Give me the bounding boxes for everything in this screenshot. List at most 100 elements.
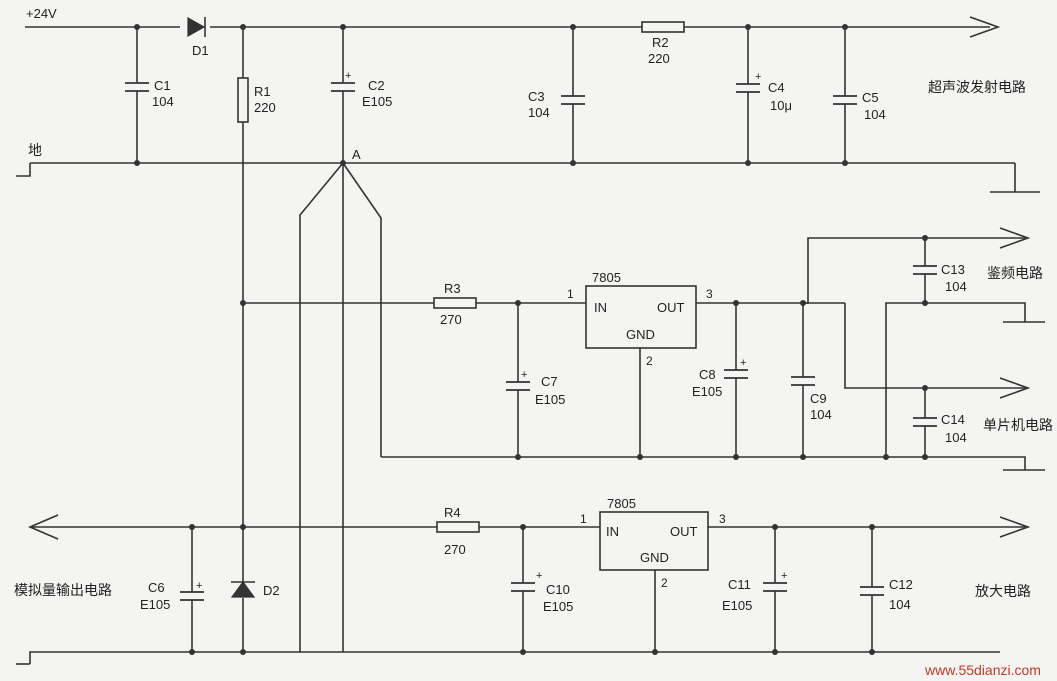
junction-dot <box>842 24 848 30</box>
c1-value: 104 <box>152 94 174 109</box>
diode-d2 <box>230 580 256 598</box>
reg2-out: OUT <box>670 524 698 539</box>
capacitor-c4 <box>736 83 760 93</box>
reg2-part: 7805 <box>607 496 636 511</box>
junction-dot <box>189 524 195 530</box>
junction-dot <box>842 160 848 166</box>
ground-rail-mid <box>381 456 1045 471</box>
junction-dot <box>745 160 751 166</box>
c8-value: E105 <box>692 384 722 399</box>
junction-dots <box>134 24 928 655</box>
capacitor-c7 <box>506 381 530 391</box>
junction-dot <box>883 454 889 460</box>
c11-value: E105 <box>722 598 752 613</box>
c8-name: C8 <box>699 367 716 382</box>
c7-name: C7 <box>541 374 558 389</box>
d1-label: D1 <box>192 43 209 58</box>
capacitor-c6 <box>180 591 204 601</box>
c4-value: 10μ <box>770 98 792 113</box>
ground-label: 地 <box>28 143 42 159</box>
arrow-amplifier <box>999 516 1031 538</box>
output-ultrasonic-label: 超声波发射电路 <box>928 80 1026 96</box>
plus-mark: + <box>781 570 787 582</box>
reg1-out: OUT <box>657 300 685 315</box>
arrow-ultrasonic-supply <box>969 16 1001 38</box>
r2-name: R2 <box>652 35 669 50</box>
junction-dot <box>733 454 739 460</box>
c12-value: 104 <box>889 597 911 612</box>
capacitor-c10 <box>511 582 535 592</box>
junction-dot <box>240 300 246 306</box>
c9-name: C9 <box>810 391 827 406</box>
junction-dot <box>869 649 875 655</box>
resistor-r1 <box>237 77 249 123</box>
reg1-gnd: GND <box>626 327 655 342</box>
junction-dot <box>520 524 526 530</box>
r4-value: 270 <box>444 542 466 557</box>
junction-dot <box>240 649 246 655</box>
c11-name: C11 <box>728 577 751 592</box>
wire-a-right <box>342 162 382 457</box>
output-mcu-label: 单片机电路 <box>983 418 1053 434</box>
wire-a-left <box>299 162 344 652</box>
capacitor-c13 <box>913 265 937 275</box>
junction-dot <box>570 24 576 30</box>
r3-value: 270 <box>440 312 462 327</box>
plus-mark: + <box>740 357 746 369</box>
capacitor-c2 <box>331 82 355 92</box>
junction-dot <box>733 300 739 306</box>
capacitor-c3 <box>561 95 585 105</box>
capacitor-c5 <box>833 95 857 105</box>
c13-value: 104 <box>945 279 967 294</box>
junction-dot <box>922 235 928 241</box>
junction-dot <box>772 524 778 530</box>
c4-name: C4 <box>768 80 785 95</box>
capacitor-c8 <box>724 369 748 379</box>
junction-dot <box>652 649 658 655</box>
capacitor-c9 <box>791 376 815 386</box>
ground-stub-left <box>16 163 31 177</box>
ground-symbol-ultrasonic <box>990 163 1040 193</box>
junction-dot <box>134 160 140 166</box>
c14-name: C14 <box>941 412 965 427</box>
junction-dot <box>515 300 521 306</box>
junction-dot <box>772 649 778 655</box>
regulator-7805-top <box>585 285 697 349</box>
r2-value: 220 <box>648 51 670 66</box>
c3-name: C3 <box>528 89 545 104</box>
watermark: www.55dianzi.com <box>924 662 1041 678</box>
resistor-r4 <box>436 521 480 533</box>
diode-d2-symbol <box>230 580 256 598</box>
r1-name: R1 <box>254 84 271 99</box>
plus-mark: + <box>755 71 761 83</box>
junction-dot <box>800 454 806 460</box>
junction-dot <box>340 24 346 30</box>
capacitor-c12 <box>860 586 884 596</box>
r4-name: R4 <box>444 505 461 520</box>
reg1-part: 7805 <box>592 270 621 285</box>
junction-dot <box>134 24 140 30</box>
polarity-marks: + + + + + + + <box>196 70 787 592</box>
c2-value: E105 <box>362 94 392 109</box>
plus-mark: + <box>196 580 202 592</box>
junction-dot <box>240 524 246 530</box>
plus-mark: + <box>345 70 351 82</box>
reg2-pin3: 3 <box>719 512 726 526</box>
junction-dot <box>570 160 576 166</box>
reg2-in: IN <box>606 524 619 539</box>
wires <box>16 16 1045 665</box>
resistor-r3 <box>433 297 477 309</box>
r3-name: R3 <box>444 281 461 296</box>
junction-dot <box>922 454 928 460</box>
ground-rail-bottom <box>29 651 1000 664</box>
junction-dot <box>240 24 246 30</box>
arrow-analog <box>27 514 59 540</box>
output-frequency-label: 鉴频电路 <box>987 266 1043 282</box>
resistor-r2 <box>641 21 685 33</box>
junction-dot <box>520 649 526 655</box>
c2-name: C2 <box>368 78 385 93</box>
reg1-in: IN <box>594 300 607 315</box>
capacitor-c1 <box>125 82 149 92</box>
c9-value: 104 <box>810 407 832 422</box>
